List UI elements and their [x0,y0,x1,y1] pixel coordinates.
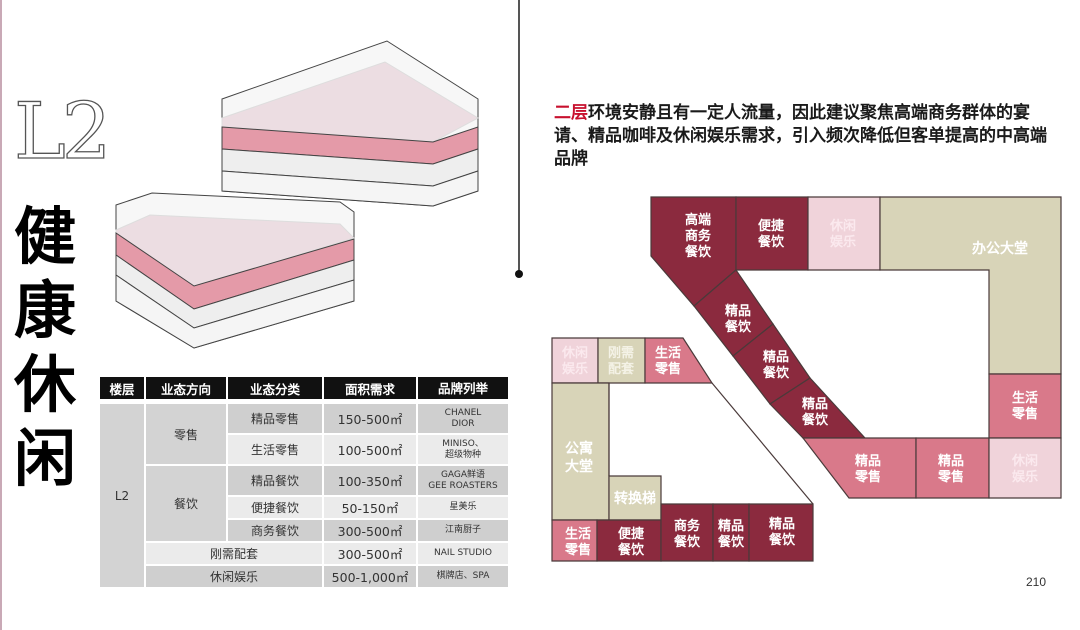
unit-label: 休闲娱乐 [561,345,588,377]
unit-label: 精品餐饮 [768,516,796,548]
brand-cell: 星美乐 [417,496,508,520]
brand-cell: 棋牌店、SPA [417,565,508,589]
category-cell: 生活零售 [227,434,324,466]
unit-leisure-right [988,437,1062,499]
brand-cell: MINISO、超级物种 [417,434,508,466]
table-row: 商务餐饮 300-500㎡ 江南厨子 [100,519,508,543]
unit-label: 便捷餐饮 [757,218,785,250]
table-row: 便捷餐饮 50-150㎡ 星美乐 [100,496,508,520]
unit-label: 精品餐饮 [762,349,790,381]
table-header-row: 楼层 业态方向 业态分类 面积需求 品牌列举 [100,377,508,399]
floor-cell: L2 [100,403,146,589]
building-stack-illustration [115,40,480,349]
area-cell: 100-350㎡ [323,465,418,497]
area-cell: 50-150㎡ [323,496,418,520]
category-cell: 商务餐饮 [227,519,324,543]
business-mix-table: 楼层 业态方向 业态分类 面积需求 品牌列举 L2 零售 精品零售 150-50… [100,377,508,589]
unit-label: 办公大堂 [972,240,1028,257]
unit-label: 休闲娱乐 [829,218,856,250]
theme-char: 闲 [14,422,77,495]
merged-direction-cell: 刚需配套 [145,542,324,566]
unit-label: 公寓大堂 [565,440,593,475]
unit-label: 高端商务餐饮 [684,212,712,260]
category-cell: 精品餐饮 [227,465,324,497]
merged-direction-cell: 休闲娱乐 [145,565,324,589]
floor-level-title: L2 [13,87,112,177]
unit-label: 商务餐饮 [673,518,701,550]
theme-title-vertical: 健 康 休 闲 [14,200,84,496]
description-text: 环境安静且有一定人流量，因此建议聚焦高端商务群体的宴请、精品咖啡及休闲娱乐需求，… [554,103,1047,169]
header-floor: 楼层 [100,377,146,399]
left-edge-accent-line [0,0,2,630]
table-row: 休闲娱乐 500-1,000㎡ 棋牌店、SPA [100,565,508,589]
unit-label: 生活零售 [1011,390,1038,422]
unit-label: 精品餐饮 [801,396,829,428]
page-number: 210 [1026,575,1047,589]
table-row: 刚需配套 300-500㎡ NAIL STUDIO [100,542,508,566]
header-category: 业态分类 [227,377,324,399]
theme-char: 休 [14,348,77,421]
unit-label: 刚需配套 [608,346,635,377]
direction-cell: 零售 [145,403,228,466]
unit-office-lobby [879,196,1062,375]
unit-label: 休闲娱乐 [1011,453,1038,485]
unit-lifestyle-retail-right [988,373,1062,439]
unit-label: 生活零售 [654,345,681,377]
vertical-divider [518,0,520,274]
category-cell: 便捷餐饮 [227,496,324,520]
unit-label: 精品零售 [854,453,881,485]
area-cell: 300-500㎡ [323,542,418,566]
unit-label: 精品餐饮 [724,303,752,335]
upper-building-block [221,40,480,207]
direction-cell: 餐饮 [145,465,228,543]
header-brands: 品牌列举 [417,377,508,399]
header-area: 面积需求 [323,377,418,399]
lower-building-block [115,192,355,349]
floor-description: 二层环境安静且有一定人流量，因此建议聚焦高端商务群体的宴请、精品咖啡及休闲娱乐需… [554,102,1054,171]
area-cell: 500-1,000㎡ [323,565,418,589]
unit-boutique-dining-bottom-2 [748,503,814,562]
area-cell: 300-500㎡ [323,519,418,543]
unit-label: 精品零售 [937,453,964,485]
theme-char: 康 [14,274,77,347]
description-highlight: 二层 [554,103,588,123]
brand-cell: NAIL STUDIO [417,542,508,566]
area-cell: 100-500㎡ [323,434,418,466]
unit-label: 便捷餐饮 [617,526,645,558]
theme-char: 健 [14,200,77,273]
area-cell: 150-500㎡ [323,403,418,435]
table-row: 生活零售 100-500㎡ MINISO、超级物种 [100,434,508,466]
unit-label: 转换梯 [614,490,656,507]
unit-label: 精品餐饮 [717,518,745,550]
category-cell: 精品零售 [227,403,324,435]
header-direction: 业态方向 [145,377,228,399]
divider-dot [515,270,523,278]
unit-label: 生活零售 [564,526,591,558]
brand-cell: 江南厨子 [417,519,508,543]
